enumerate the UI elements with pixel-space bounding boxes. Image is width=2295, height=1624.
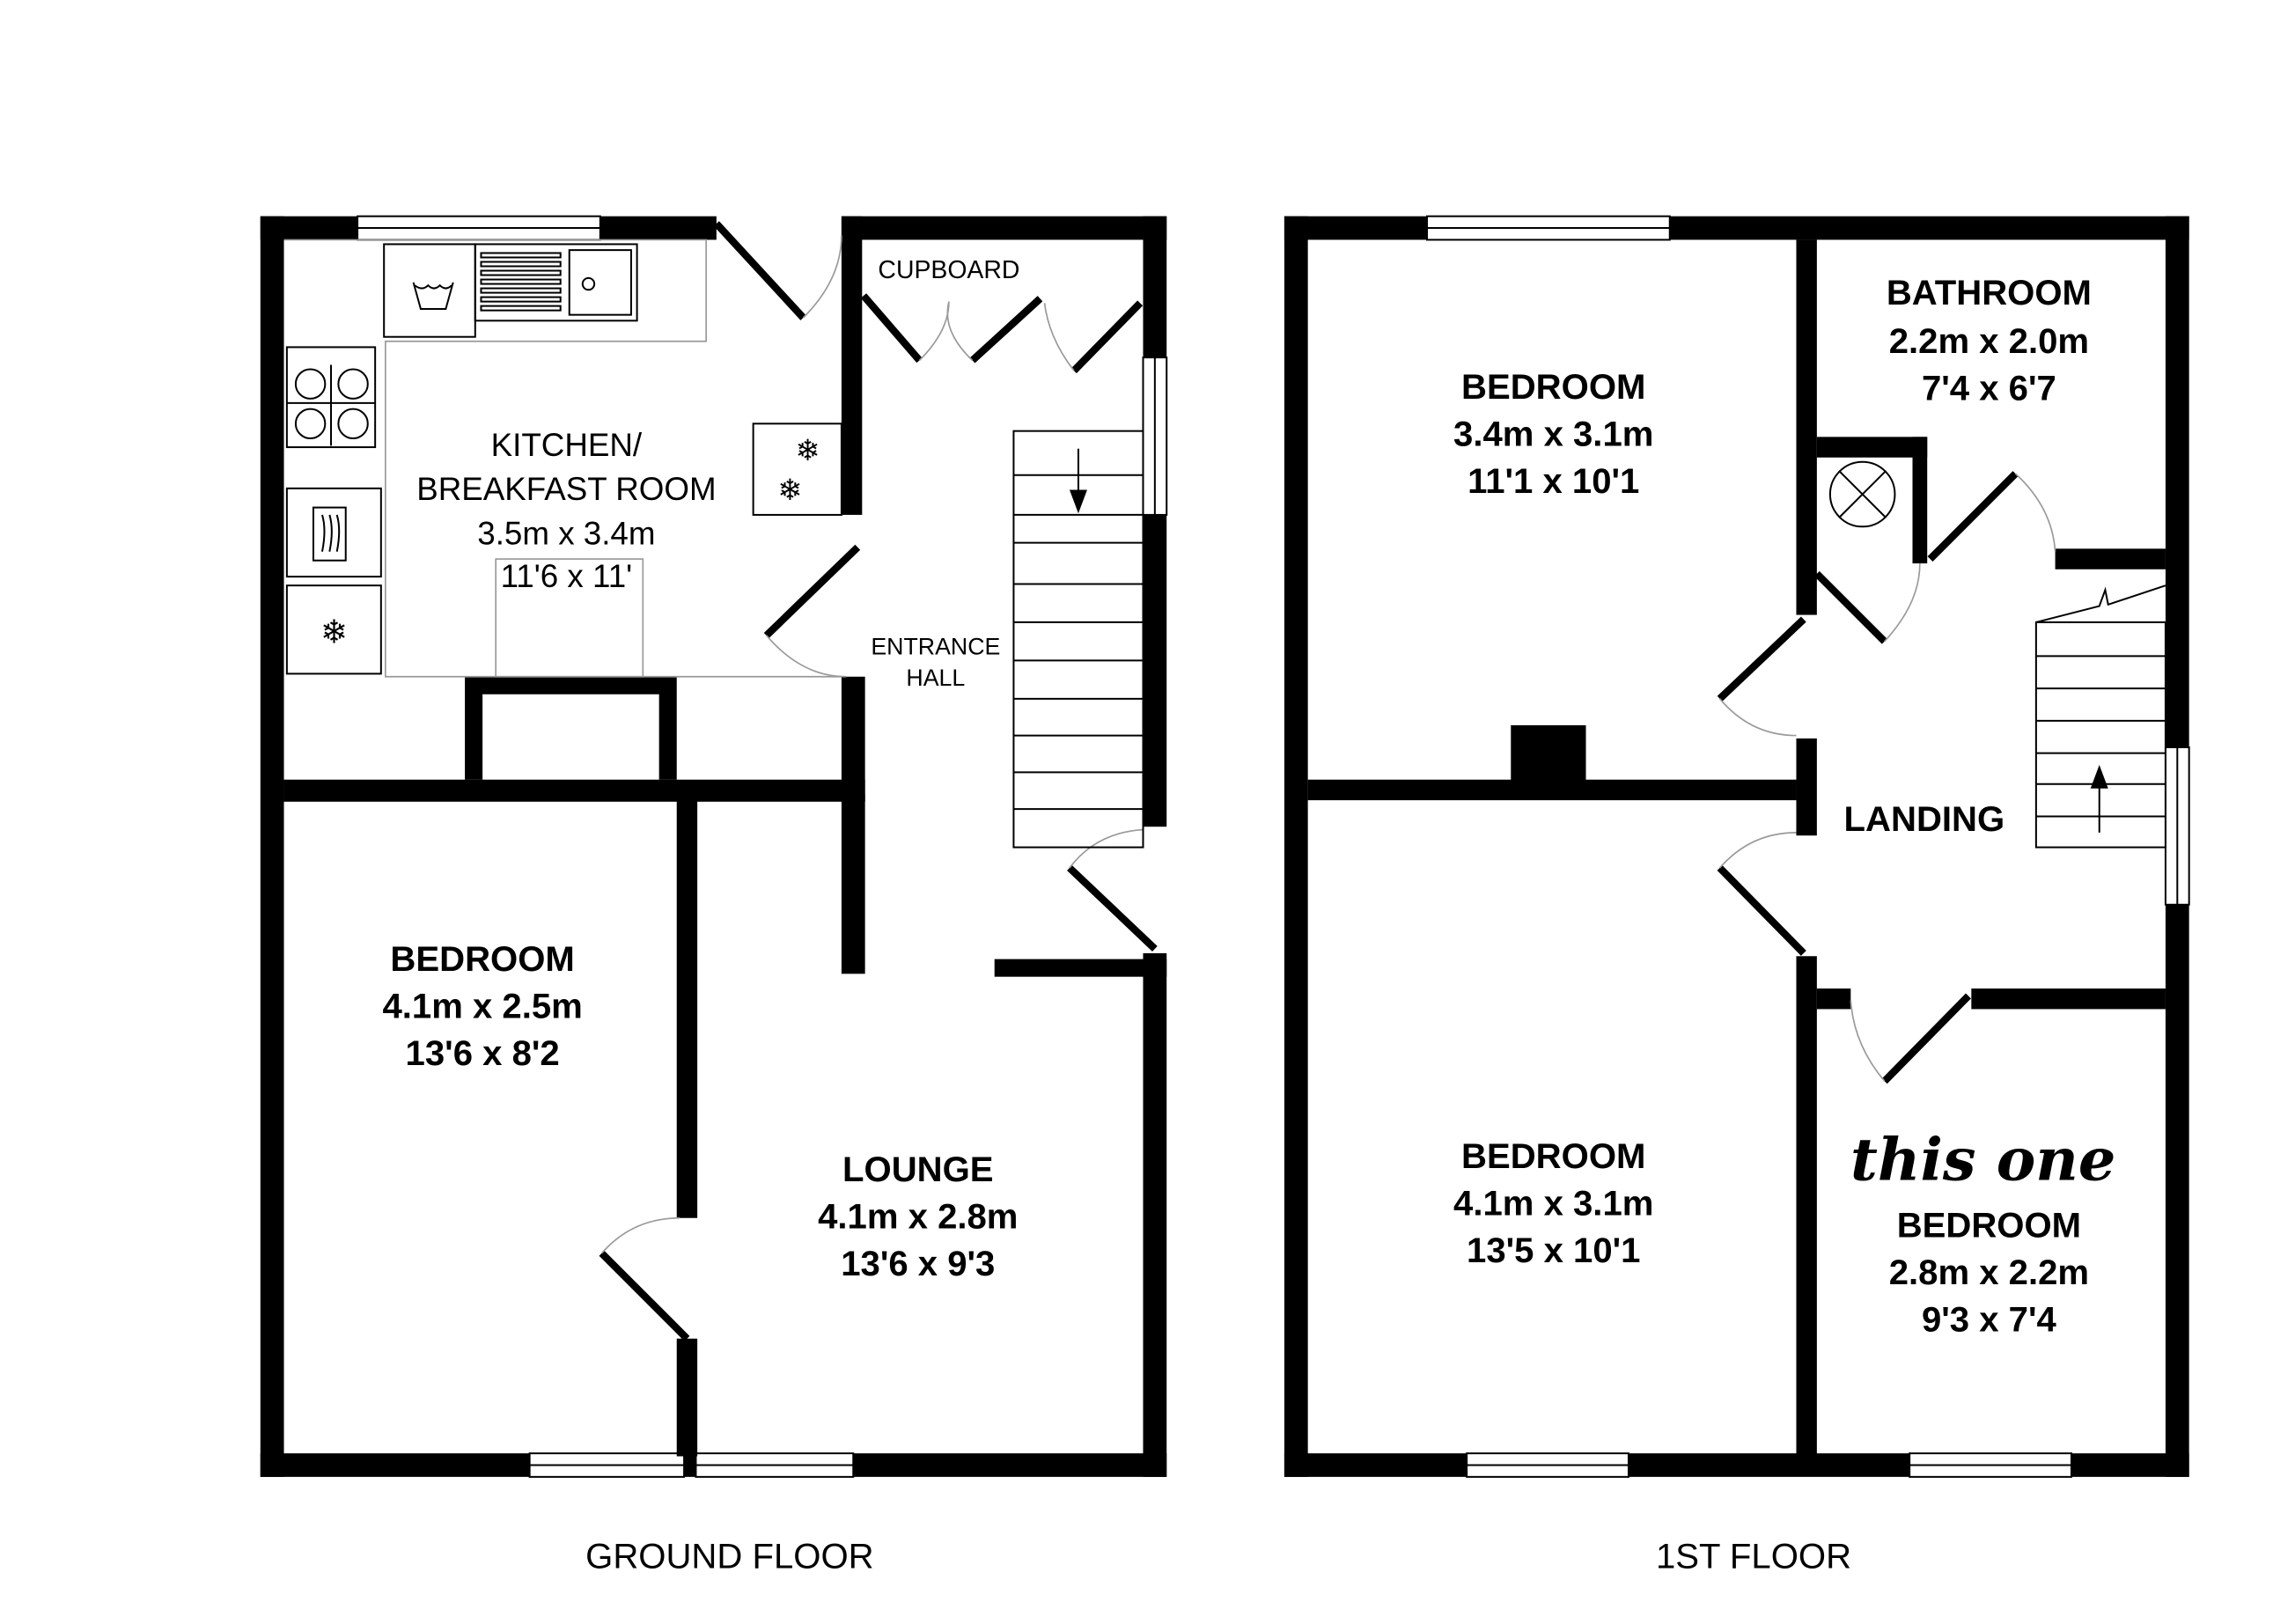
cupboard-label: CUPBOARD <box>878 256 1019 284</box>
kitchen-imperial: 11'6 x 11' <box>501 558 633 594</box>
ground-floor-plan: ❄ ❄ ❄ KITCHEN/ BREAKFAST ROOM 3.5m x 3.4… <box>260 215 1168 1576</box>
washing-machine-icon <box>383 243 476 338</box>
bathroom-imperial: 7'4 x 6'7 <box>1922 370 2056 408</box>
bedroom3-metric: 2.8m x 2.2m <box>1889 1253 2089 1292</box>
hall-label-2: HALL <box>906 665 965 691</box>
handwritten-annotation: this one <box>1850 1124 2115 1194</box>
lounge-metric: 4.1m x 2.8m <box>818 1197 1018 1236</box>
bedroom-metric: 4.1m x 2.5m <box>382 987 582 1025</box>
staircase <box>2034 584 2166 849</box>
hall-label: ENTRANCE <box>871 634 1000 660</box>
bedroom1-metric: 3.4m x 3.1m <box>1453 415 1653 453</box>
kitchen-metric: 3.5m x 3.4m <box>477 515 655 551</box>
first-floor-plan: BEDROOM 3.4m x 3.1m 11'1 x 10'1 BATHROOM… <box>1284 215 2190 1576</box>
sink-icon <box>474 243 638 322</box>
bedroom2-imperial: 13'5 x 10'1 <box>1467 1231 1640 1270</box>
bedroom2-label: BEDROOM <box>1461 1137 1645 1176</box>
bedroom3-label: BEDROOM <box>1897 1206 2081 1245</box>
snowflake-icon: ❄ <box>320 614 348 650</box>
kitchen-label: KITCHEN/ <box>491 427 643 463</box>
staircase <box>1012 430 1144 849</box>
first-floor-title: 1ST FLOOR <box>1656 1537 1851 1576</box>
cylinder-icon <box>1828 460 1896 528</box>
fridge-freezer-icon <box>752 423 842 516</box>
snowflake-icon: ❄ <box>795 435 820 467</box>
bathroom-metric: 2.2m x 2.0m <box>1889 322 2089 361</box>
snowflake-icon: ❄ <box>777 474 802 507</box>
bedroom3-imperial: 9'3 x 7'4 <box>1922 1300 2057 1339</box>
bedroom-imperial: 13'6 x 8'2 <box>406 1034 560 1073</box>
freezer-icon <box>285 584 382 675</box>
bedroom-label: BEDROOM <box>390 940 574 979</box>
stair-arrow-down-icon <box>1069 489 1087 514</box>
bedroom1-imperial: 11'1 x 10'1 <box>1467 462 1639 501</box>
bedroom1-label: BEDROOM <box>1461 368 1645 407</box>
landing-label: LANDING <box>1844 800 2005 839</box>
lounge-imperial: 13'6 x 9'3 <box>841 1245 995 1283</box>
stair-arrow-up-icon <box>2090 765 2108 789</box>
bedroom2-metric: 4.1m x 3.1m <box>1453 1184 1653 1223</box>
oven-icon <box>285 487 382 578</box>
ground-floor-title: GROUND FLOOR <box>585 1537 873 1576</box>
hob-icon <box>285 346 377 449</box>
kitchen-label-2: BREAKFAST ROOM <box>416 471 716 507</box>
lounge-label: LOUNGE <box>842 1150 994 1189</box>
bathroom-label: BATHROOM <box>1887 274 2092 312</box>
